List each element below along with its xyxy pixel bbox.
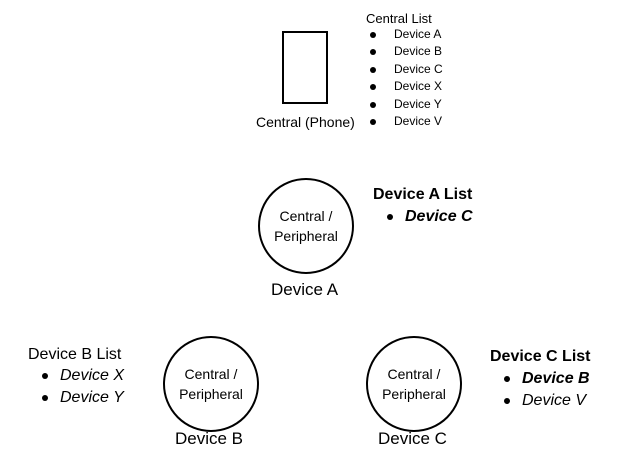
central-list-item: Device Y xyxy=(366,96,443,113)
device-a-node: Central / Peripheral xyxy=(258,178,354,274)
device-b-node: Central / Peripheral xyxy=(163,336,259,432)
device-b-list-item: Device X xyxy=(38,365,124,387)
device-b-list-item: Device Y xyxy=(38,387,124,409)
device-a-label: Device A xyxy=(271,280,339,299)
central-list-item: Device V xyxy=(366,113,443,130)
device-c-role-line2: Peripheral xyxy=(382,386,446,402)
device-b-list: Device B List Device X Device Y xyxy=(28,346,124,409)
central-caption: Central (Phone) xyxy=(256,114,355,130)
device-b-label: Device B xyxy=(175,429,244,448)
device-c-label: Device C xyxy=(378,429,447,448)
device-c-list-title: Device C List xyxy=(490,348,591,365)
central-list-title: Central List xyxy=(366,11,432,26)
device-a-list-title: Device A List xyxy=(373,186,473,203)
device-c-role-line1: Central / xyxy=(387,366,441,382)
device-a-list-item: Device C xyxy=(383,206,473,228)
central-list-item: Device A xyxy=(366,26,443,43)
phone-shape xyxy=(282,31,328,104)
device-c-list: Device C List Device B Device V xyxy=(490,348,590,412)
central-list-item: Device B xyxy=(366,43,443,60)
central-list-item: Device X xyxy=(366,78,443,95)
device-a-role-line2: Peripheral xyxy=(274,228,338,244)
device-b-list-title: Device B List xyxy=(28,346,122,363)
central-list: Central List Device A Device B Device C … xyxy=(366,11,443,130)
device-a-list: Device A List Device C xyxy=(373,186,473,228)
device-c-list-item: Device B xyxy=(500,368,590,390)
device-b-role-line1: Central / xyxy=(184,366,238,382)
device-c-list-item: Device V xyxy=(500,390,590,412)
device-b-role-line2: Peripheral xyxy=(179,386,243,402)
device-c-node: Central / Peripheral xyxy=(366,336,462,432)
device-a-role-line1: Central / xyxy=(279,208,333,224)
central-list-item: Device C xyxy=(366,61,443,78)
